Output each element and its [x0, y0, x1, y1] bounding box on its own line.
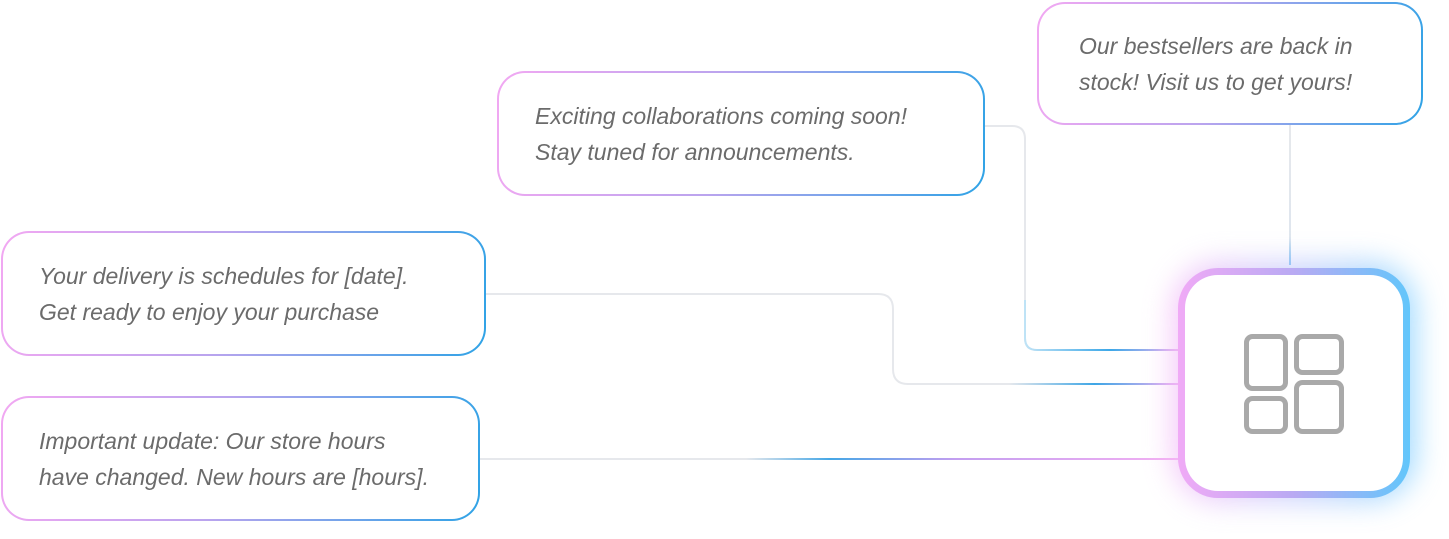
message-text-line: stock! Visit us to get yours! — [1079, 68, 1353, 95]
message-text-line: Stay tuned for announcements. — [535, 138, 855, 165]
connector-collaborations — [985, 125, 1180, 351]
connector-delivery — [486, 293, 1180, 385]
message-text-line: Important update: Our store hours — [39, 427, 386, 454]
message-text-line: Get ready to enjoy your purchase — [39, 298, 380, 325]
message-text-line: Our bestsellers are back in — [1079, 32, 1353, 59]
dashboard-grid-icon — [1244, 334, 1344, 434]
message-bubble-bestsellers: Our bestsellers are back in stock! Visit… — [1037, 2, 1423, 125]
message-bubble-update: Important update: Our store hours have c… — [1, 396, 480, 521]
message-bubble-collaborations: Exciting collaborations coming soon! Sta… — [497, 71, 985, 196]
message-text-line: Exciting collaborations coming soon! — [535, 102, 908, 129]
message-text-line: have changed. New hours are [hours]. — [39, 463, 429, 490]
hub-app-tile[interactable] — [1178, 268, 1410, 498]
message-text-line: Your delivery is schedules for [date]. — [39, 262, 409, 289]
message-bubble-delivery: Your delivery is schedules for [date]. G… — [1, 231, 486, 356]
